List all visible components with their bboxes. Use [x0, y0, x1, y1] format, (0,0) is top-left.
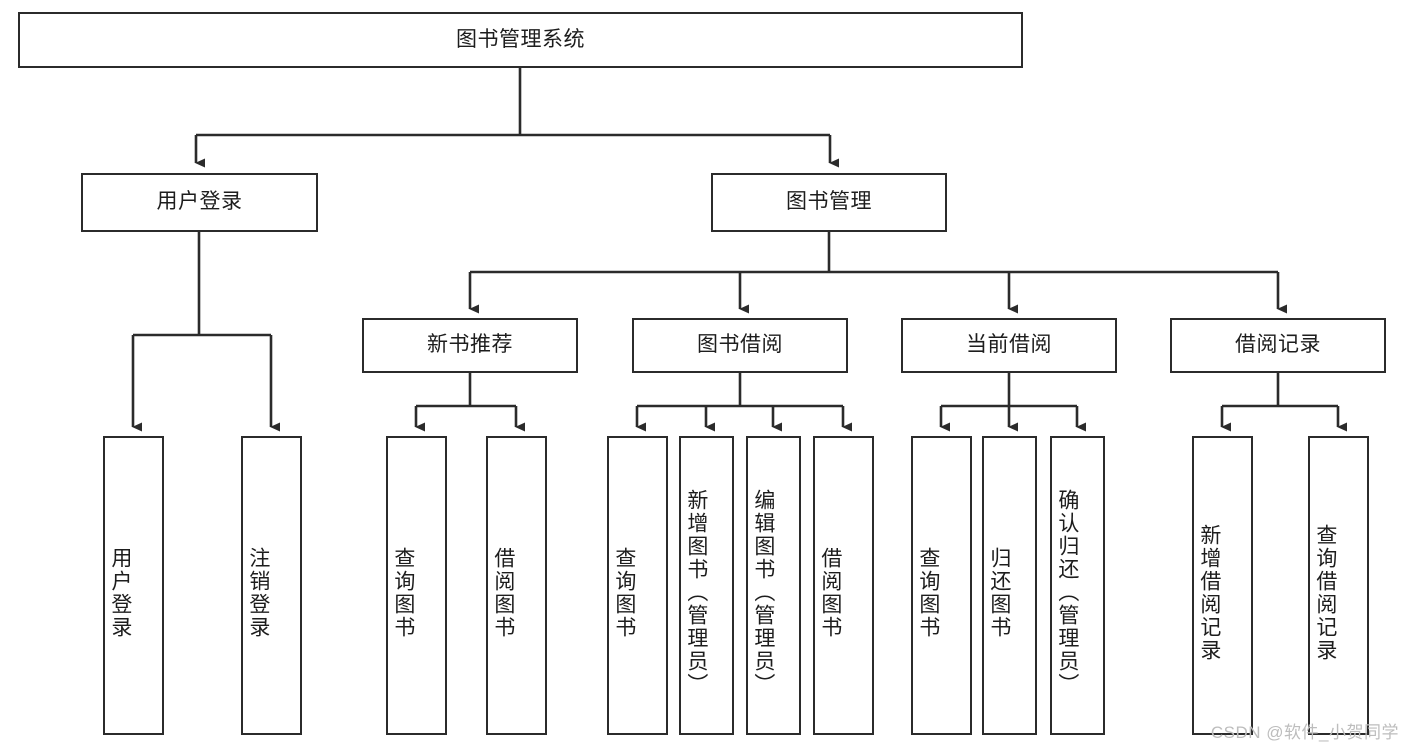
- node-leaf-return-book[interactable]: 归还图书: [982, 436, 1037, 735]
- node-root[interactable]: 图书管理系统: [18, 12, 1023, 68]
- node-leaf-add-book-admin-label: 新增图书（管理员）: [684, 489, 708, 696]
- csdn-watermark: CSDN @软件_小贺同学: [1210, 723, 1399, 742]
- node-leaf-query-borrow-record[interactable]: 查询借阅记录: [1308, 436, 1369, 735]
- node-leaf-borrow-book-2-label: 借阅图书: [818, 546, 842, 639]
- node-leaf-return-book-label: 归还图书: [987, 546, 1011, 639]
- node-current-borrow-label: 当前借阅: [966, 333, 1052, 357]
- node-borrow-record[interactable]: 借阅记录: [1170, 318, 1386, 373]
- node-leaf-query-book-1-label: 查询图书: [391, 546, 415, 639]
- node-book-management[interactable]: 图书管理: [711, 173, 947, 232]
- node-current-borrow[interactable]: 当前借阅: [901, 318, 1117, 373]
- node-leaf-confirm-return-admin-label: 确认归还（管理员）: [1055, 489, 1079, 696]
- node-leaf-logout[interactable]: 注销登录: [241, 436, 302, 735]
- node-leaf-user-login-label: 用户登录: [108, 546, 132, 639]
- node-leaf-query-book-3[interactable]: 查询图书: [911, 436, 972, 735]
- node-leaf-query-book-2[interactable]: 查询图书: [607, 436, 668, 735]
- node-leaf-borrow-book-1[interactable]: 借阅图书: [486, 436, 547, 735]
- node-book-borrow[interactable]: 图书借阅: [632, 318, 848, 373]
- node-user-login[interactable]: 用户登录: [81, 173, 318, 232]
- node-new-book-recommend-label: 新书推荐: [427, 333, 513, 357]
- node-leaf-logout-label: 注销登录: [246, 546, 270, 639]
- node-leaf-edit-book-admin-label: 编辑图书（管理员）: [751, 489, 775, 696]
- node-root-label: 图书管理系统: [456, 27, 585, 51]
- node-leaf-query-borrow-record-label: 查询借阅记录: [1313, 523, 1337, 662]
- node-book-management-label: 图书管理: [786, 190, 872, 214]
- node-new-book-recommend[interactable]: 新书推荐: [362, 318, 578, 373]
- node-leaf-query-book-3-label: 查询图书: [916, 546, 940, 639]
- node-leaf-query-book-1[interactable]: 查询图书: [386, 436, 447, 735]
- node-leaf-query-book-2-label: 查询图书: [612, 546, 636, 639]
- node-book-borrow-label: 图书借阅: [697, 333, 783, 357]
- node-leaf-add-borrow-record-label: 新增借阅记录: [1197, 523, 1221, 662]
- node-leaf-borrow-book-2[interactable]: 借阅图书: [813, 436, 874, 735]
- node-leaf-borrow-book-1-label: 借阅图书: [491, 546, 515, 639]
- node-leaf-add-book-admin[interactable]: 新增图书（管理员）: [679, 436, 734, 735]
- node-leaf-user-login[interactable]: 用户登录: [103, 436, 164, 735]
- node-leaf-edit-book-admin[interactable]: 编辑图书（管理员）: [746, 436, 801, 735]
- node-leaf-add-borrow-record[interactable]: 新增借阅记录: [1192, 436, 1253, 735]
- node-user-login-label: 用户登录: [156, 190, 243, 214]
- node-leaf-confirm-return-admin[interactable]: 确认归还（管理员）: [1050, 436, 1105, 735]
- node-borrow-record-label: 借阅记录: [1235, 333, 1321, 357]
